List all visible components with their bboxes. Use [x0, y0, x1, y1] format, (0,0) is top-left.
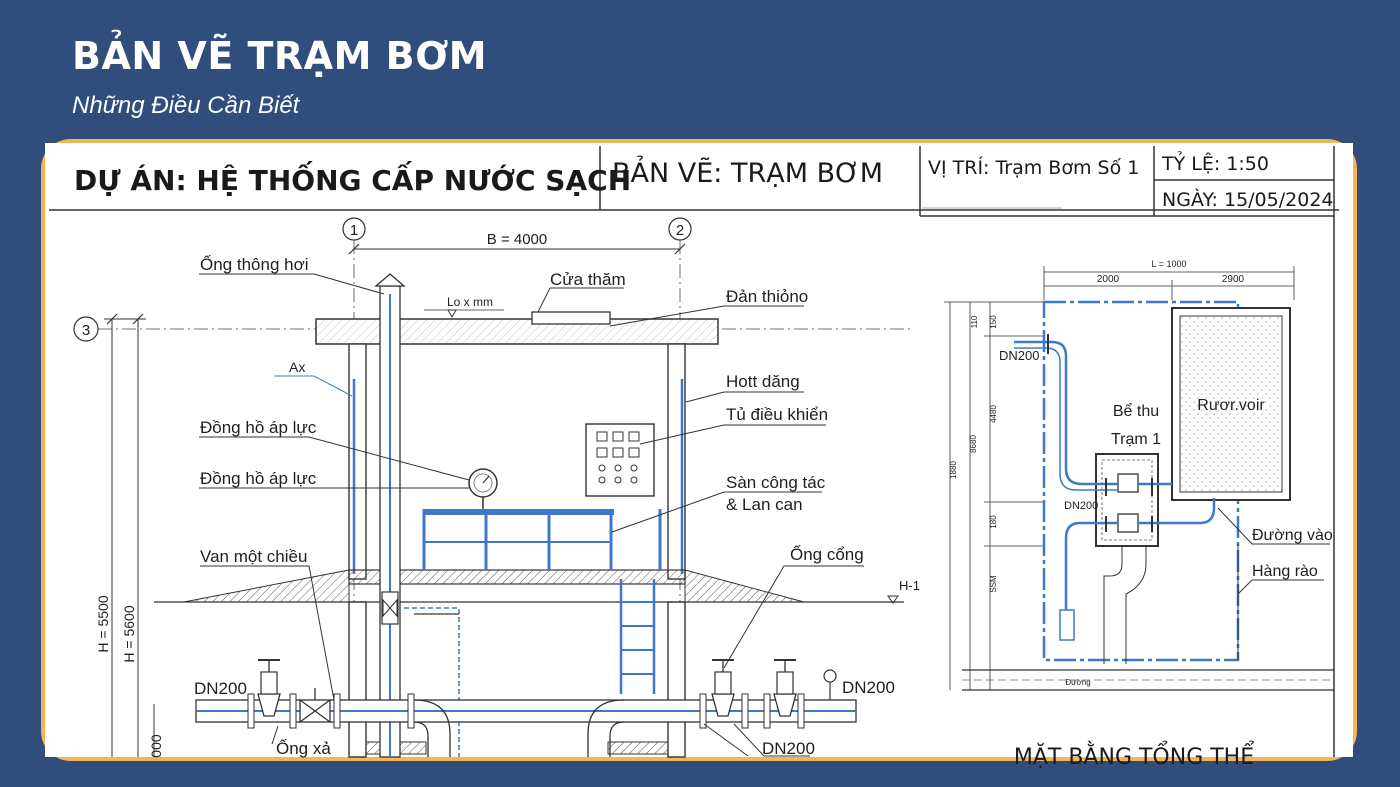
plan-caption: MẶT BẰNG TỔNG THỂ [1014, 741, 1254, 770]
pump-station-drawing: DỰ ÁN: HỆ THỐNG CẤP NƯỚC SẠCH BẢN VẼ: TR… [45, 143, 1353, 770]
label-drain-pipe: Ống xả [276, 738, 331, 758]
reservoir-label: Rươr.voir [1197, 397, 1265, 414]
lo-label: Lo x mm [447, 295, 493, 309]
level-h1: H-1 [899, 578, 920, 593]
label-culvert: Ống cổng [790, 544, 864, 564]
plan-road-label: Đường vào [1252, 527, 1333, 544]
plan-dn200-mid: DN200 [1064, 500, 1098, 512]
label-hatch: Cửa thăm [550, 270, 626, 289]
label-platform-2: & Lan can [726, 495, 803, 514]
project-title: DỰ ÁN: HỆ THỐNG CẤP NƯỚC SẠCH [74, 159, 631, 197]
plan-dim-v-5: 180 [989, 515, 998, 529]
plan-dim-v-1: 150 [989, 315, 998, 329]
grid-label-1: 1 [350, 222, 358, 239]
dim-h-cut: 000 [148, 734, 164, 758]
site-plan: L = 1000 2000 2900 110 150 4480 8680 188… [944, 259, 1334, 770]
label-vent-pipe: Ống thông hơi [200, 254, 309, 274]
drawing-title: BẢN VẼ: TRẠM BƠM [612, 155, 883, 189]
plan-dim-b: 2900 [1222, 274, 1245, 285]
label-gauge-2: Đồng hồ áp lực [200, 469, 317, 488]
plan-dim-v-2: 4480 [989, 405, 998, 423]
gate-valve-left [257, 659, 281, 717]
page-subtitle: Những Điều Cần Biết [72, 92, 300, 119]
label-check-valve: Van một chiều [200, 547, 307, 566]
plan-fence-label: Hàng rào [1252, 563, 1318, 580]
label-platform-1: Sàn công tác [726, 473, 826, 492]
label-control-panel: Tủ điều khiển [726, 405, 828, 424]
label-dn200-right: DN200 [842, 678, 895, 697]
title-block: DỰ ÁN: HỆ THỐNG CẤP NƯỚC SẠCH BẢN VẼ: TR… [49, 146, 1339, 757]
location-label: VỊ TRÍ: Trạm Bơm Số 1 [928, 156, 1139, 179]
plan-dim-total: L = 1000 [1152, 259, 1187, 269]
label-hott: Hott dăng [726, 372, 800, 391]
drawing-frame: DỰ ÁN: HỆ THỐNG CẤP NƯỚC SẠCH BẢN VẼ: TR… [41, 139, 1357, 770]
dim-h-5600: H = 5600 [121, 605, 137, 662]
section-view: 1 2 3 B = 4000 Lo x mm H-1 [73, 217, 920, 758]
road-label-bottom: Đường [1065, 678, 1090, 687]
gate-valve-right-2 [773, 659, 797, 717]
label-dn200-left: DN200 [194, 679, 247, 698]
plan-dn200-top: DN200 [999, 348, 1039, 363]
page-title: BẢN VẼ TRẠM BƠM [72, 34, 488, 78]
plan-dim-v-0: 110 [970, 315, 979, 328]
dim-b-4000: B = 4000 [487, 231, 547, 248]
scale-label: TỶ LỆ: 1:50 [1161, 150, 1269, 175]
sump-label-2: Trạm 1 [1111, 431, 1161, 448]
plan-dim-v-4: 1880 [949, 461, 958, 479]
dim-h-5500: H = 5500 [95, 595, 111, 652]
plan-dim-v-6: SSM [989, 575, 998, 593]
date-label: NGÀY: 15/05/2024 [1162, 188, 1334, 211]
label-ax: Ax [289, 359, 305, 375]
grid-label-3: 3 [82, 322, 90, 339]
grid-label-2: 2 [676, 222, 684, 239]
label-beam: Đản thiỏno [726, 287, 808, 306]
gate-valve-right-1 [711, 659, 735, 717]
plan-dim-v-3: 8680 [969, 435, 978, 453]
label-dn200-bottom: DN200 [762, 739, 815, 758]
sump-label-1: Bể thu [1113, 402, 1159, 420]
plan-dim-a: 2000 [1097, 274, 1120, 285]
label-gauge-1: Đồng hồ áp lực [200, 418, 317, 437]
